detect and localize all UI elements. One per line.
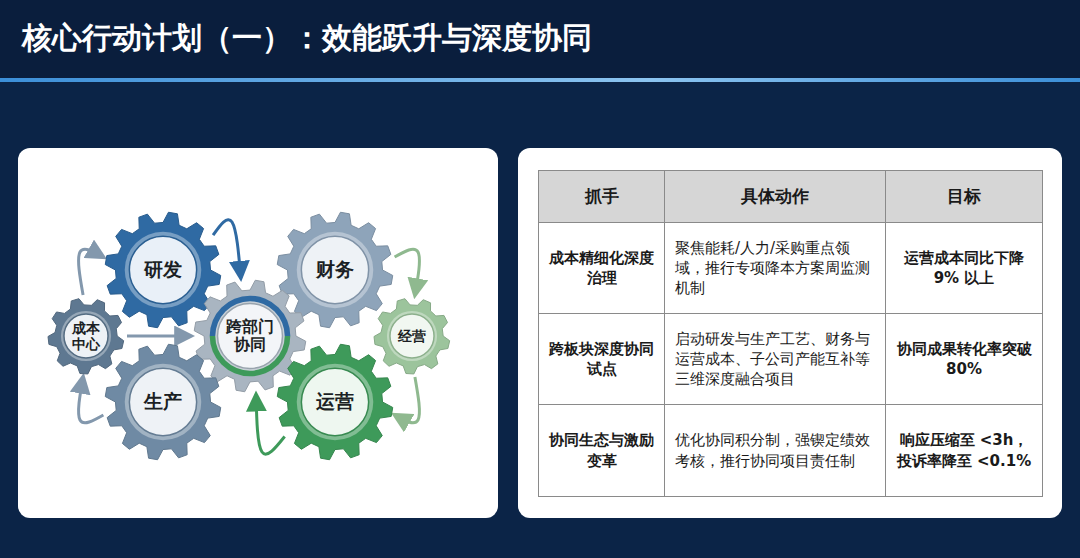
table-cell: 响应压缩至 <3h，投诉率降至 <0.1% <box>885 404 1043 497</box>
gear-hub <box>64 314 108 358</box>
table-cell: 优化协同积分制，强锲定绩效考核，推行协同项目责任制 <box>664 404 886 497</box>
table-key: 运营成本同比下降 9% 以上 <box>896 248 1032 289</box>
table-header: 具体动作 <box>741 185 809 208</box>
cycle-arrow <box>395 377 420 423</box>
table-header: 抓手 <box>585 185 619 208</box>
table-cell: 目标 <box>885 170 1043 223</box>
cycle-arrow <box>256 395 285 454</box>
gear-ring <box>297 232 374 309</box>
table-text: 聚焦能耗/人力/采购重点领域，推行专项降本方案周监测机制 <box>675 238 875 299</box>
table-key: 协同成果转化率突破 80% <box>896 339 1032 380</box>
gear-hub <box>129 236 196 303</box>
table-cell: 跨板块深度协同试点 <box>538 313 665 405</box>
table-key: 协同生态与激励变革 <box>549 430 654 471</box>
table-cell: 协同生态与激励变革 <box>538 404 665 497</box>
gear-node: 生产 <box>105 344 221 460</box>
gear-teeth <box>194 280 306 392</box>
gear-hub <box>218 304 283 369</box>
table-cell: 启动研发与生产工艺、财务与运营成本、子公司产能互补等三维深度融合项目 <box>664 313 886 405</box>
gear-label: 研发 <box>133 259 193 281</box>
gear-node: 经营 <box>374 298 450 374</box>
gear-label: 跨部门协同 <box>224 318 276 355</box>
gear-teeth <box>48 299 124 374</box>
gear-label: 运营 <box>305 391 365 413</box>
table-cell: 抓手 <box>538 170 665 223</box>
table-cell: 聚焦能耗/人力/采购重点领域，推行专项降本方案周监测机制 <box>664 222 886 314</box>
cycle-arrow <box>79 249 104 295</box>
gear-node: 跨部门协同 <box>194 280 306 392</box>
gear-label: 成本中心 <box>70 320 102 352</box>
gear-teeth <box>277 212 392 327</box>
table-key: 跨板块深度协同试点 <box>549 339 654 380</box>
gear-ring <box>125 232 202 309</box>
page-title: 核心行动计划（一）：效能跃升与深度协同 <box>22 18 592 59</box>
table-cell: 协同成果转化率突破 80% <box>885 313 1043 405</box>
table-text: 优化协同积分制，强锲定绩效考核，推行协同项目责任制 <box>675 430 875 471</box>
table-cell: 成本精细化深度治理 <box>538 222 665 314</box>
gear-node: 财务 <box>277 212 393 328</box>
table-cell: 具体动作 <box>664 170 886 223</box>
gear-ring <box>61 311 111 361</box>
table-key: 响应压缩至 <3h，投诉率降至 <0.1% <box>896 430 1032 471</box>
cycle-arrow <box>395 249 420 295</box>
table-header: 目标 <box>947 185 981 208</box>
gear-label: 经营 <box>396 328 428 344</box>
gear-hub <box>129 368 196 435</box>
table-cell: 运营成本同比下降 9% 以上 <box>885 222 1043 314</box>
cycle-arrow <box>79 377 104 423</box>
gear-teeth <box>277 344 392 459</box>
gear-ring <box>297 364 374 441</box>
gear-ring <box>125 364 202 441</box>
gear-teeth <box>105 344 220 459</box>
gear-label: 财务 <box>305 259 365 281</box>
gear-hub <box>390 314 434 358</box>
table-key: 成本精细化深度治理 <box>549 248 654 289</box>
gear-teeth <box>105 212 220 327</box>
table-text: 启动研发与生产工艺、财务与运营成本、子公司产能互补等三维深度融合项目 <box>675 329 875 390</box>
cycle-arrow <box>127 335 191 338</box>
gear-teeth <box>374 299 450 374</box>
gear-node: 研发 <box>105 212 221 328</box>
gear-hub <box>301 368 368 435</box>
title-rule <box>0 78 1080 82</box>
gear-label: 生产 <box>133 391 193 413</box>
gear-ring <box>387 311 437 361</box>
gear-node: 运营 <box>277 344 393 460</box>
gear-node: 成本中心 <box>48 298 124 374</box>
gear-hub <box>301 236 368 303</box>
